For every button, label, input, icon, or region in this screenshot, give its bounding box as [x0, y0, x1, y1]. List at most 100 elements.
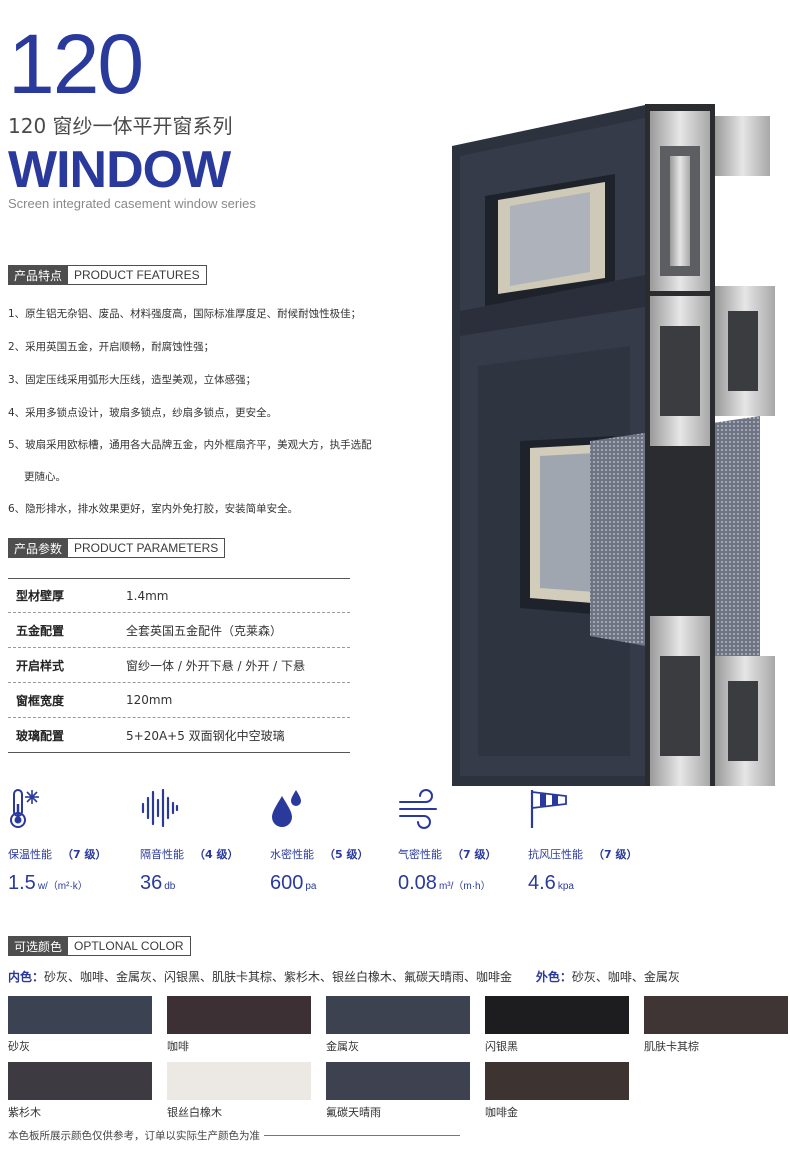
page-title: WINDOW — [8, 141, 231, 199]
inner-color-list: 砂灰、咖啡、金属灰、闪银黑、肌肤卡其棕、紫杉木、银丝白橡木、氟碳天晴雨、咖啡金 — [44, 970, 513, 984]
wind-icon — [399, 789, 437, 829]
performance-number: 600 — [270, 872, 304, 894]
performance-unit: w/（m²·k） — [37, 881, 88, 892]
performance-name: 水密性能 — [270, 848, 314, 861]
color-swatch[interactable] — [485, 996, 629, 1034]
performance-level: （7 级） — [452, 848, 497, 861]
param-key: 五金配置 — [16, 623, 65, 638]
colors-tag-en: OPTLONAL COLOR — [68, 936, 191, 956]
parameters-section-tag: 产品参数 PRODUCT PARAMETERS — [8, 538, 226, 558]
sound-wave-icon — [141, 788, 179, 828]
swatch-label: 金属灰 — [326, 1040, 359, 1053]
performance-unit: pa — [305, 881, 317, 892]
colors-tag-zh: 可选颜色 — [8, 936, 69, 956]
param-key: 开启样式 — [16, 658, 65, 673]
param-value: 120mm — [126, 693, 173, 707]
color-swatch[interactable] — [326, 1062, 470, 1100]
features-tag-en: PRODUCT FEATURES — [68, 265, 207, 285]
footer-note: 本色板所展示颜色仅供参考，订单以实际生产颜色为准 — [8, 1128, 460, 1143]
param-key: 窗框宽度 — [16, 693, 65, 708]
swatch-label: 咖啡 — [167, 1040, 189, 1053]
outer-color-list: 砂灰、咖啡、金属灰 — [571, 970, 680, 984]
parameters-tag-en: PRODUCT PARAMETERS — [68, 538, 226, 558]
param-value: 5+20A+5 双面钢化中空玻璃 — [126, 728, 285, 743]
param-row: 窗框宽度 120mm — [8, 683, 350, 718]
english-subtitle: Screen integrated casement window series — [8, 196, 256, 211]
performance-level: （7 级） — [593, 848, 638, 861]
feature-item: 5、玻扇采用欧标槽，通用各大品牌五金，内外框扇齐平，美观大方，执手选配 — [8, 439, 372, 451]
color-swatch[interactable] — [644, 996, 788, 1034]
series-number: 120 — [8, 17, 144, 111]
windsock-icon — [530, 790, 567, 828]
performance-unit: kpa — [557, 881, 574, 892]
feature-item: 1、原生铝无杂铝、废品、材料强度高，国际标准厚度足、耐候耐蚀性极佳； — [8, 308, 362, 320]
param-value: 全套英国五金配件（克莱森） — [126, 623, 283, 638]
series-subtitle: 120 窗纱一体平开窗系列 — [8, 114, 233, 138]
performance-name: 隔音性能 — [140, 848, 184, 861]
performance-label: 水密性能（5 级） — [270, 846, 400, 862]
swatch-label: 肌肤卡其棕 — [644, 1040, 699, 1053]
water-drops-icon — [272, 790, 301, 827]
features-tag-zh: 产品特点 — [8, 265, 69, 285]
swatch-label: 砂灰 — [8, 1040, 30, 1053]
param-row: 五金配置 全套英国五金配件（克莱森） — [8, 613, 350, 648]
outer-color-label: 外色： — [535, 970, 572, 984]
performance-label: 抗风压性能 （7 级） — [528, 846, 658, 862]
colors-section-tag: 可选颜色 OPTLONAL COLOR — [8, 936, 191, 956]
swatch-label: 紫杉木 — [8, 1106, 41, 1119]
color-swatch[interactable] — [8, 996, 152, 1034]
feature-item: 3、固定压线采用弧形大压线，造型美观，立体感强； — [8, 374, 257, 386]
performance-name: 保温性能 — [8, 848, 52, 861]
performance-name: 抗风压性能 — [528, 848, 583, 861]
swatch-label: 闪银黑 — [485, 1040, 518, 1053]
performance-label: 气密性能 （7 级） — [398, 846, 528, 862]
swatch-label: 咖啡金 — [485, 1106, 518, 1119]
param-row: 型材壁厚 1.4mm — [8, 578, 350, 613]
parameters-table: 型材壁厚 1.4mm 五金配置 全套英国五金配件（克莱森） 开启样式 窗纱一体 … — [8, 578, 350, 753]
performance-name: 气密性能 — [398, 848, 442, 861]
performance-number: 4.6 — [528, 872, 556, 894]
performance-number: 1.5 — [8, 872, 36, 894]
color-swatch[interactable] — [485, 1062, 629, 1100]
color-swatch[interactable] — [8, 1062, 152, 1100]
param-row: 玻璃配置 5+20A+5 双面钢化中空玻璃 — [8, 718, 350, 753]
parameters-tag-zh: 产品参数 — [8, 538, 69, 558]
param-row: 开启样式 窗纱一体 / 外开下悬 / 外开 / 下悬 — [8, 648, 350, 683]
feature-item: 更随心。 — [24, 471, 66, 483]
features-section-tag: 产品特点 PRODUCT FEATURES — [8, 265, 207, 285]
footer-rule — [264, 1135, 460, 1136]
color-swatch[interactable] — [326, 996, 470, 1034]
param-value: 1.4mm — [126, 588, 169, 603]
performance-label: 隔音性能 （4 级） — [140, 846, 270, 862]
thermometer-snowflake-icon — [10, 789, 39, 828]
param-key: 玻璃配置 — [16, 728, 65, 743]
color-swatch[interactable] — [167, 1062, 311, 1100]
performance-label: 保温性能 （7 级） — [8, 846, 138, 862]
param-value: 窗纱一体 / 外开下悬 / 外开 / 下悬 — [126, 658, 306, 673]
feature-item: 6、隐形排水，排水效果更好，室内外免打胶，安装简单安全。 — [8, 503, 299, 515]
performance-number: 0.08 — [398, 872, 437, 894]
feature-item: 2、采用英国五金，开启顺畅，耐腐蚀性强； — [8, 341, 215, 353]
color-swatch[interactable] — [167, 996, 311, 1034]
window-profile-image — [452, 104, 775, 786]
inner-color-label: 内色： — [8, 970, 45, 984]
footer-text: 本色板所展示颜色仅供参考，订单以实际生产颜色为准 — [8, 1130, 260, 1142]
swatch-label: 氟碳天晴雨 — [326, 1106, 381, 1119]
feature-item: 4、采用多锁点设计，玻扇多锁点，纱扇多锁点，更安全。 — [8, 407, 278, 419]
performance-unit: db — [164, 881, 176, 892]
performance-level: （4 级） — [194, 848, 239, 861]
performance-level: （7 级） — [62, 848, 107, 861]
swatch-label: 银丝白橡木 — [167, 1106, 222, 1119]
performance-number: 36 — [140, 872, 163, 894]
color-list: 内色：砂灰、咖啡、金属灰、闪银黑、肌肤卡其棕、紫杉木、银丝白橡木、氟碳天晴雨、咖… — [8, 968, 680, 985]
